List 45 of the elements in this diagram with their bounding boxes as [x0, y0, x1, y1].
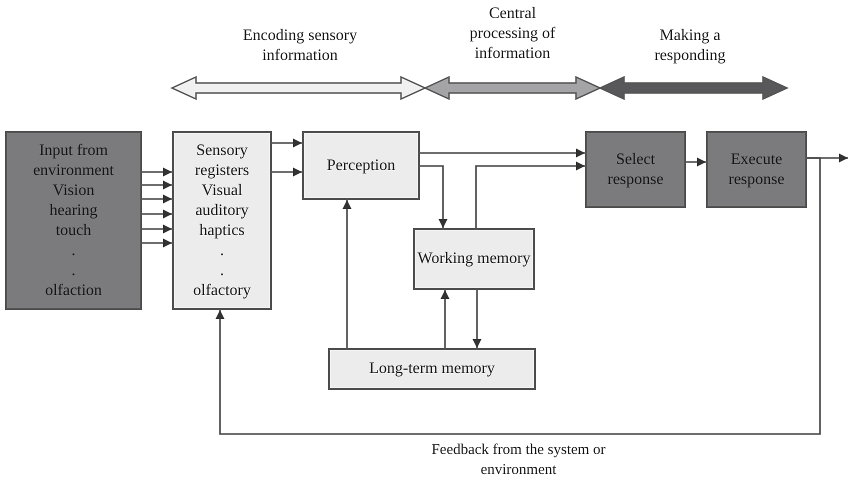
- box-text: Select response: [606, 150, 664, 190]
- box-text: Input from environment: [32, 140, 115, 180]
- process-box: [302, 131, 420, 200]
- process-box: [413, 228, 535, 290]
- arrow: [420, 148, 585, 158]
- arrow: [686, 158, 706, 166]
- arrow: [342, 200, 352, 348]
- arrow: [475, 162, 585, 228]
- arrow: [472, 290, 482, 348]
- box-text: Visual: [202, 180, 242, 200]
- box-text: olfaction: [45, 280, 102, 300]
- box-text: .: [220, 260, 224, 280]
- arrow: [272, 138, 302, 148]
- arrow: [420, 165, 448, 228]
- arrow: [272, 168, 302, 176]
- arrow: [142, 210, 172, 218]
- arrow: [216, 157, 821, 435]
- arrow: [142, 168, 172, 176]
- stage-box: [5, 131, 142, 310]
- box-text: auditory: [195, 200, 249, 220]
- box-text: .: [72, 260, 76, 280]
- box-text: Perception: [326, 156, 396, 176]
- stage-box: [706, 131, 807, 208]
- box-text: touch: [56, 220, 92, 240]
- arrow: [142, 238, 172, 248]
- box-text: hearing: [50, 200, 98, 220]
- phase-label: Making a responding: [653, 26, 727, 66]
- box-text: .: [72, 240, 76, 260]
- box-text: .: [220, 240, 224, 260]
- box-text: olfactory: [193, 280, 251, 300]
- process-box: [172, 131, 272, 310]
- box-text: Vision: [52, 180, 94, 200]
- process-box: [328, 348, 536, 390]
- phase-label: Central processing of information: [468, 4, 556, 64]
- phase-label: Encoding sensory information: [242, 26, 358, 66]
- box-text: Execute response: [728, 150, 786, 190]
- arrow: [142, 224, 172, 234]
- box-text: Sensory registers: [194, 140, 250, 180]
- box-text: Long-term memory: [369, 359, 495, 379]
- arrow: [142, 194, 172, 204]
- box-text: haptics: [199, 220, 245, 240]
- arrow: [142, 180, 172, 190]
- stage-box: [585, 131, 686, 208]
- box-text: Working memory: [418, 249, 530, 269]
- arrow: [440, 290, 450, 348]
